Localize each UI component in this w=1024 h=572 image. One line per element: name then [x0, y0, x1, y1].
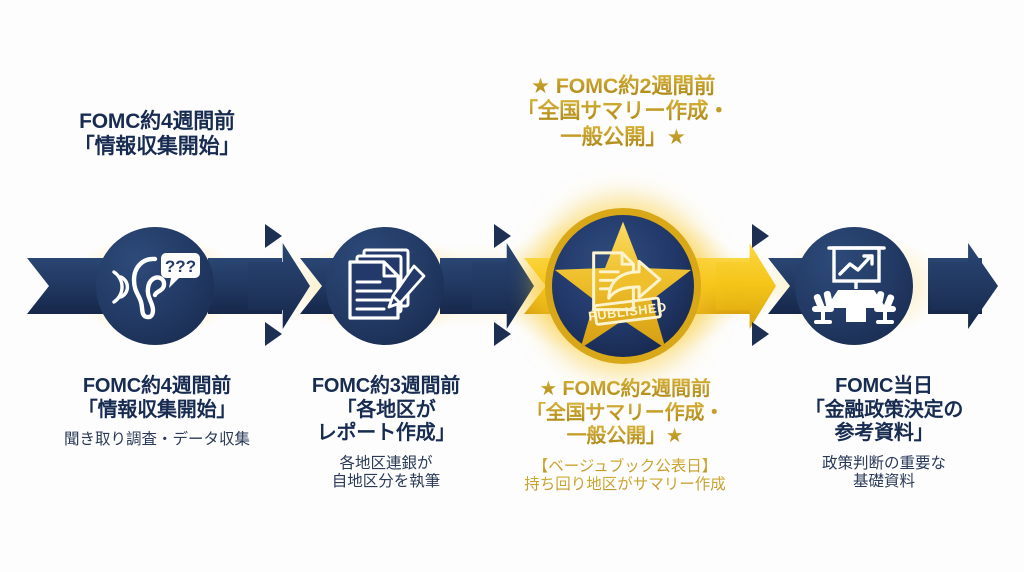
step-caption-4: FOMC当日 「金融政策決定の 参考資料」 政策判断の重要な 基礎資料	[756, 375, 1012, 491]
step-node-4[interactable]	[795, 227, 913, 345]
top-callout-3-line-3: 一般公開」★	[478, 125, 768, 150]
step-3-sub-line-1: 【ベージュブック公表日】	[494, 458, 756, 476]
step-1-subtitle: 聞き取り調査・データ収集	[25, 431, 289, 449]
step-2-sub-line-2: 自地区分を執筆	[331, 473, 441, 491]
flow-arrow-3-gold	[716, 243, 776, 329]
ear-listening-icon: ???	[112, 253, 200, 320]
accent-triangle-3-top	[752, 224, 769, 248]
accent-triangle-1-top	[265, 224, 282, 248]
step-2-title-line-2: 「各地区が	[336, 398, 436, 421]
top-callout-1-line-2: 「情報収集開始」	[73, 134, 241, 158]
step-3-sub-line-2: 持ち回り地区がサマリー作成	[494, 476, 756, 494]
step-2-subtitle: 各地区連銀が 自地区分を執筆	[262, 455, 510, 492]
step-2-title-line-1: FOMC約3週間前	[311, 375, 461, 397]
top-callout-1-line-1: FOMC約4週間前	[79, 110, 235, 133]
step-4-title-line-1: FOMC当日	[835, 375, 933, 397]
top-callout-step-3: ★ FOMC約2週間前 「全国サマリー作成・ 一般公開」★	[478, 74, 768, 150]
step-node-3-highlight[interactable]: PUBLISHED	[545, 208, 701, 364]
step-3-subtitle: 【ベージュブック公表日】 持ち回り地区がサマリー作成	[494, 458, 756, 495]
step-2-sub-line-1: 各地区連銀が	[339, 454, 433, 472]
step-3-title-line-3: 一般公開」★	[494, 425, 756, 449]
step-1-title-line-1: FOMC約4週間前	[82, 375, 232, 397]
step-4-title-line-3: 参考資料」	[834, 422, 934, 445]
published-document-star-icon: PUBLISHED	[554, 221, 692, 349]
step-1-sub-line-1: 聞き取り調査・データ収集	[63, 431, 250, 449]
step-caption-3-highlight: ★ FOMC約2週間前 「全国サマリー作成・ 一般公開」★ 【ベージュブック公表…	[494, 378, 756, 494]
step-caption-2: FOMC約3週間前 「各地区が レポート作成」 各地区連銀が 自地区分を執筆	[262, 375, 510, 491]
flow-arrow-1	[248, 243, 310, 329]
step-caption-1: FOMC約4週間前 「情報収集開始」 聞き取り調査・データ収集	[25, 375, 289, 449]
step-4-title-line-2: 「金融政策決定の	[804, 398, 964, 421]
top-callout-3-line-1: ★ FOMC約2週間前	[478, 74, 768, 99]
step-2-title-line-3: レポート作成」	[316, 422, 456, 445]
top-callout-3-line-2: 「全国サマリー作成・	[478, 99, 768, 124]
meeting-presentation-icon	[812, 246, 896, 324]
step-3-title-line-1: ★ FOMC約2週間前	[494, 378, 756, 402]
question-marks-text: ???	[165, 257, 196, 276]
top-callout-step-1: FOMC約4週間前 「情報収集開始」	[25, 110, 289, 160]
accent-triangle-2-top	[494, 224, 511, 248]
flow-arrow-4-end	[930, 243, 998, 329]
flow-arrow-2	[472, 243, 534, 329]
step-1-title-line-2: 「情報収集開始」	[77, 398, 237, 421]
step-node-2[interactable]	[326, 227, 444, 345]
step-node-1[interactable]: ???	[96, 227, 214, 345]
step-4-sub-line-1: 政策判断の重要な	[821, 454, 946, 472]
step-4-subtitle: 政策判断の重要な 基礎資料	[756, 455, 1012, 492]
accent-triangle-1-bottom	[265, 322, 282, 346]
documents-pencil-icon	[348, 248, 426, 320]
accent-triangle-3-bottom	[752, 322, 769, 346]
step-4-sub-line-2: 基礎資料	[852, 473, 915, 491]
step-3-title-line-2: 「全国サマリー作成・	[494, 402, 756, 426]
